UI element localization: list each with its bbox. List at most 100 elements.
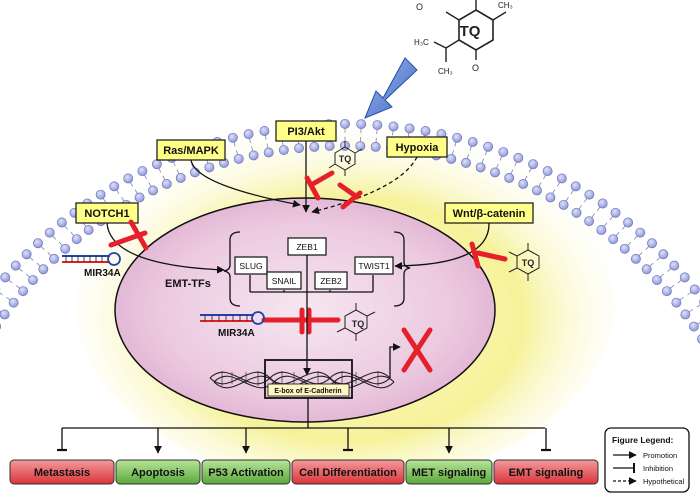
emt-tf-label: SLUG — [239, 261, 262, 271]
pathway-ras-mapk: Ras/MAPK — [156, 139, 226, 161]
emt-tf-label: SNAIL — [272, 276, 297, 286]
legend-inhibition: Inhibition — [643, 464, 673, 473]
lipid-head — [243, 129, 254, 140]
lipid-head — [71, 234, 82, 245]
lipid-head — [532, 185, 542, 196]
lipid-head — [388, 121, 399, 132]
outcome-label: P53 Activation — [208, 467, 284, 479]
lipid-head — [558, 199, 569, 210]
outcome-boxes: Metastasis Apoptosis P53 Activation Cell Di… — [9, 459, 599, 485]
lipid-head — [95, 189, 106, 200]
lipid-head — [679, 272, 690, 283]
lipid-head — [461, 157, 471, 168]
lipid-head — [661, 286, 672, 297]
emt-tf-label: ZEB2 — [320, 276, 342, 286]
lipid-head — [356, 119, 367, 130]
lipid-head — [227, 132, 238, 143]
svg-text:O: O — [472, 63, 479, 73]
lipid-head — [671, 297, 682, 308]
lipid-head — [161, 179, 172, 189]
lipid-head — [608, 234, 619, 245]
tq-molecule-wnt — [508, 243, 540, 281]
pathway-hypoxia: Hypoxia — [386, 136, 448, 158]
emt-tf-label: ZEB1 — [296, 242, 318, 252]
svg-text:CH₃: CH₃ — [438, 67, 453, 76]
legend-promotion: Promotion — [643, 451, 677, 460]
outcome-cell-differentiation: Cell Differentiation — [291, 459, 405, 485]
lipid-head — [134, 192, 145, 203]
lipid-head — [641, 264, 652, 275]
blocked-x-mark — [401, 327, 433, 373]
transcription-arrow — [389, 343, 401, 378]
outcome-label: Metastasis — [34, 467, 90, 479]
lipid-head — [33, 238, 43, 249]
lipid-head — [518, 179, 529, 189]
pathway-wnt-beta-catenin: Wnt/β-catenin — [444, 202, 534, 224]
tq-molecule-pi3 — [328, 141, 363, 176]
lipid-head — [151, 159, 162, 170]
tq-label-top: TQ — [460, 23, 481, 40]
lipid-head — [545, 192, 556, 203]
lipid-head — [355, 141, 366, 151]
lipid-head — [652, 275, 662, 285]
pathway-notch1-label: NOTCH1 — [84, 208, 129, 220]
lipid-head — [233, 153, 244, 164]
legend-hypothetical: Hypothetical — [643, 477, 685, 486]
pathway-pi3-akt-label: PI3/Akt — [287, 126, 325, 138]
outcome-label: MET signaling — [412, 467, 487, 479]
lipid-head — [630, 253, 641, 264]
lipid-head — [571, 207, 582, 218]
lipid-head — [647, 238, 657, 249]
pathway-pi3-akt: PI3/Akt — [275, 120, 337, 142]
lipid-head — [452, 132, 463, 143]
lipid-head — [21, 249, 32, 260]
lipid-head — [278, 145, 289, 156]
lipid-head — [56, 217, 67, 228]
lipid-head — [404, 123, 415, 134]
lipid-head — [504, 172, 515, 183]
lipid-head — [148, 185, 158, 196]
lipid-head — [294, 143, 304, 154]
lipid-head — [137, 166, 148, 177]
lipid-head — [324, 141, 335, 151]
lipid-head — [658, 249, 669, 260]
emt-tf-zeb1: ZEB1 — [287, 237, 327, 256]
lipid-head — [446, 153, 457, 164]
lipid-head — [498, 147, 509, 157]
lipid-head — [372, 120, 383, 130]
lipid-head — [38, 264, 49, 275]
lipid-head — [0, 323, 2, 330]
tq-label-pi3: TQ — [339, 154, 352, 164]
mir34a-outer-label: MIR34A — [84, 268, 121, 279]
emt-tf-snail: SNAIL — [266, 271, 302, 290]
lipid-head — [175, 172, 186, 183]
mir34a-outer-hairpin — [62, 252, 121, 266]
outcome-links — [57, 428, 551, 454]
lipid-head — [28, 275, 38, 285]
lipid-head — [688, 321, 699, 332]
dna-helix — [209, 371, 395, 389]
lipid-head — [680, 309, 691, 320]
emt-tf-label: TWIST1 — [358, 261, 389, 271]
outcome-label: Apoptosis — [131, 467, 185, 479]
emt-tf-slug: SLUG — [234, 256, 268, 275]
lipid-head — [597, 198, 608, 209]
lipid-head — [60, 243, 71, 254]
emt-tf-zeb2: ZEB2 — [314, 271, 348, 290]
lipid-head — [204, 162, 215, 173]
emt-tf-twist1: TWIST1 — [354, 256, 394, 275]
lipid-head — [697, 334, 700, 344]
lipid-head — [542, 166, 553, 177]
outcome-metastasis: Metastasis — [9, 459, 115, 485]
mir34a-inner-hairpin — [200, 311, 265, 325]
ebox-label: E-box of E-Cadherin — [274, 388, 341, 395]
lipid-head — [0, 272, 11, 283]
pathway-hypoxia-label: Hypoxia — [396, 142, 440, 154]
tq-molecule-top: O O H₃C CH₃ CH₃ O — [414, 0, 513, 76]
lipid-head — [190, 167, 200, 178]
lipid-head — [83, 225, 94, 235]
lipid-head — [570, 181, 581, 192]
lipid-head — [556, 173, 567, 184]
lipid-head — [689, 284, 700, 295]
